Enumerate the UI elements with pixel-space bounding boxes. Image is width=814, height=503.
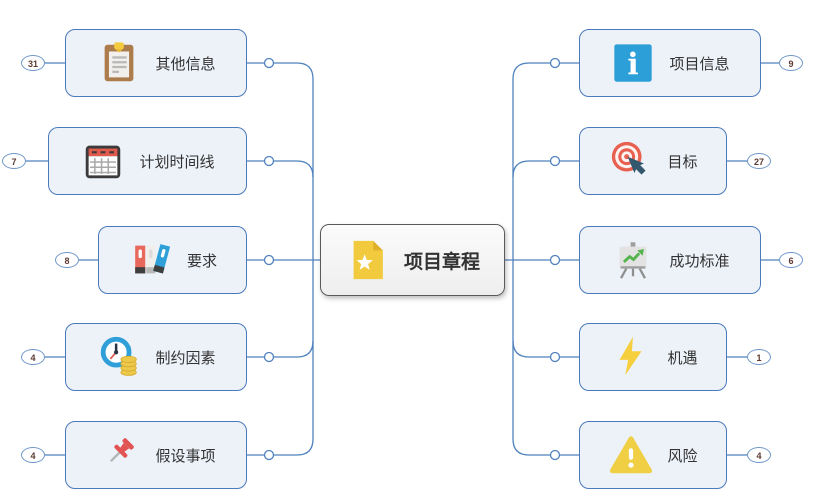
topic-plan-timeline[interactable]: 计划时间线 — [48, 127, 247, 195]
topic-count-badge[interactable]: 7 — [2, 153, 26, 169]
warning-triangle-icon — [608, 432, 654, 478]
pushpin-icon — [96, 432, 142, 478]
topic-label: 计划时间线 — [139, 153, 215, 171]
topic-assumptions[interactable]: 假设事项 — [65, 421, 247, 489]
topic-label: 项目信息 — [669, 55, 730, 73]
central-topic-label: 项目章程 — [403, 251, 480, 273]
edge-right-row4 — [512, 340, 579, 358]
topic-count-badge[interactable]: 31 — [21, 55, 45, 71]
svg-text:i: i — [628, 48, 639, 83]
calendar-icon — [80, 138, 126, 184]
collapse-handle[interactable] — [263, 351, 275, 363]
collapse-handle[interactable] — [549, 254, 561, 266]
topic-goals[interactable]: 目标 — [579, 127, 727, 195]
topic-label: 成功标准 — [669, 252, 730, 270]
collapse-handle[interactable] — [263, 155, 275, 167]
central-topic-project-charter[interactable]: 项目章程 — [320, 224, 505, 296]
collapse-handle[interactable] — [549, 57, 561, 69]
collapse-handle[interactable] — [549, 351, 561, 363]
topic-project-info[interactable]: i 项目信息 — [579, 29, 761, 97]
lightning-bolt-icon — [608, 334, 654, 380]
topic-label: 要求 — [186, 252, 217, 270]
topic-label: 制约因素 — [155, 349, 216, 367]
topic-requirements[interactable]: 要求 — [98, 226, 247, 294]
edge-right-outer — [512, 62, 579, 456]
topic-count-badge[interactable]: 4 — [21, 349, 45, 365]
topic-count-badge[interactable]: 4 — [747, 447, 771, 463]
topic-other-info[interactable]: 其他信息 — [65, 29, 247, 97]
collapse-handle[interactable] — [263, 57, 275, 69]
topic-count-badge[interactable]: 8 — [55, 252, 79, 268]
topic-label: 目标 — [667, 153, 698, 171]
topic-opportunities[interactable]: 机遇 — [579, 323, 727, 391]
topic-label: 机遇 — [667, 349, 698, 367]
badge-line — [26, 62, 98, 456]
topic-count-badge[interactable]: 1 — [747, 349, 771, 365]
info-square-icon: i — [610, 40, 656, 86]
collapse-handle[interactable] — [549, 155, 561, 167]
books-icon — [128, 237, 174, 283]
topic-count-badge[interactable]: 27 — [747, 153, 771, 169]
topic-constraints[interactable]: 制约因素 — [65, 323, 247, 391]
star-document-icon — [345, 237, 391, 283]
clock-coins-icon — [96, 334, 142, 380]
topic-label: 其他信息 — [155, 55, 216, 73]
topic-count-badge[interactable]: 6 — [779, 252, 803, 268]
edge-left-row4 — [247, 340, 314, 358]
topic-count-badge[interactable]: 4 — [21, 447, 45, 463]
target-cursor-icon — [608, 138, 654, 184]
collapse-handle[interactable] — [263, 254, 275, 266]
clipboard-icon — [96, 40, 142, 86]
edge-left-row2 — [247, 160, 314, 178]
presentation-chart-icon — [610, 237, 656, 283]
topic-risks[interactable]: 风险 — [579, 421, 727, 489]
topic-label: 假设事项 — [155, 447, 216, 465]
topic-success-criteria[interactable]: 成功标准 — [579, 226, 761, 294]
collapse-handle[interactable] — [549, 449, 561, 461]
badge-line — [727, 62, 779, 456]
topic-count-badge[interactable]: 9 — [779, 55, 803, 71]
topic-label: 风险 — [667, 447, 698, 465]
edge-right-row2 — [512, 160, 579, 178]
edge-left-outer — [247, 62, 314, 456]
collapse-handle[interactable] — [263, 449, 275, 461]
